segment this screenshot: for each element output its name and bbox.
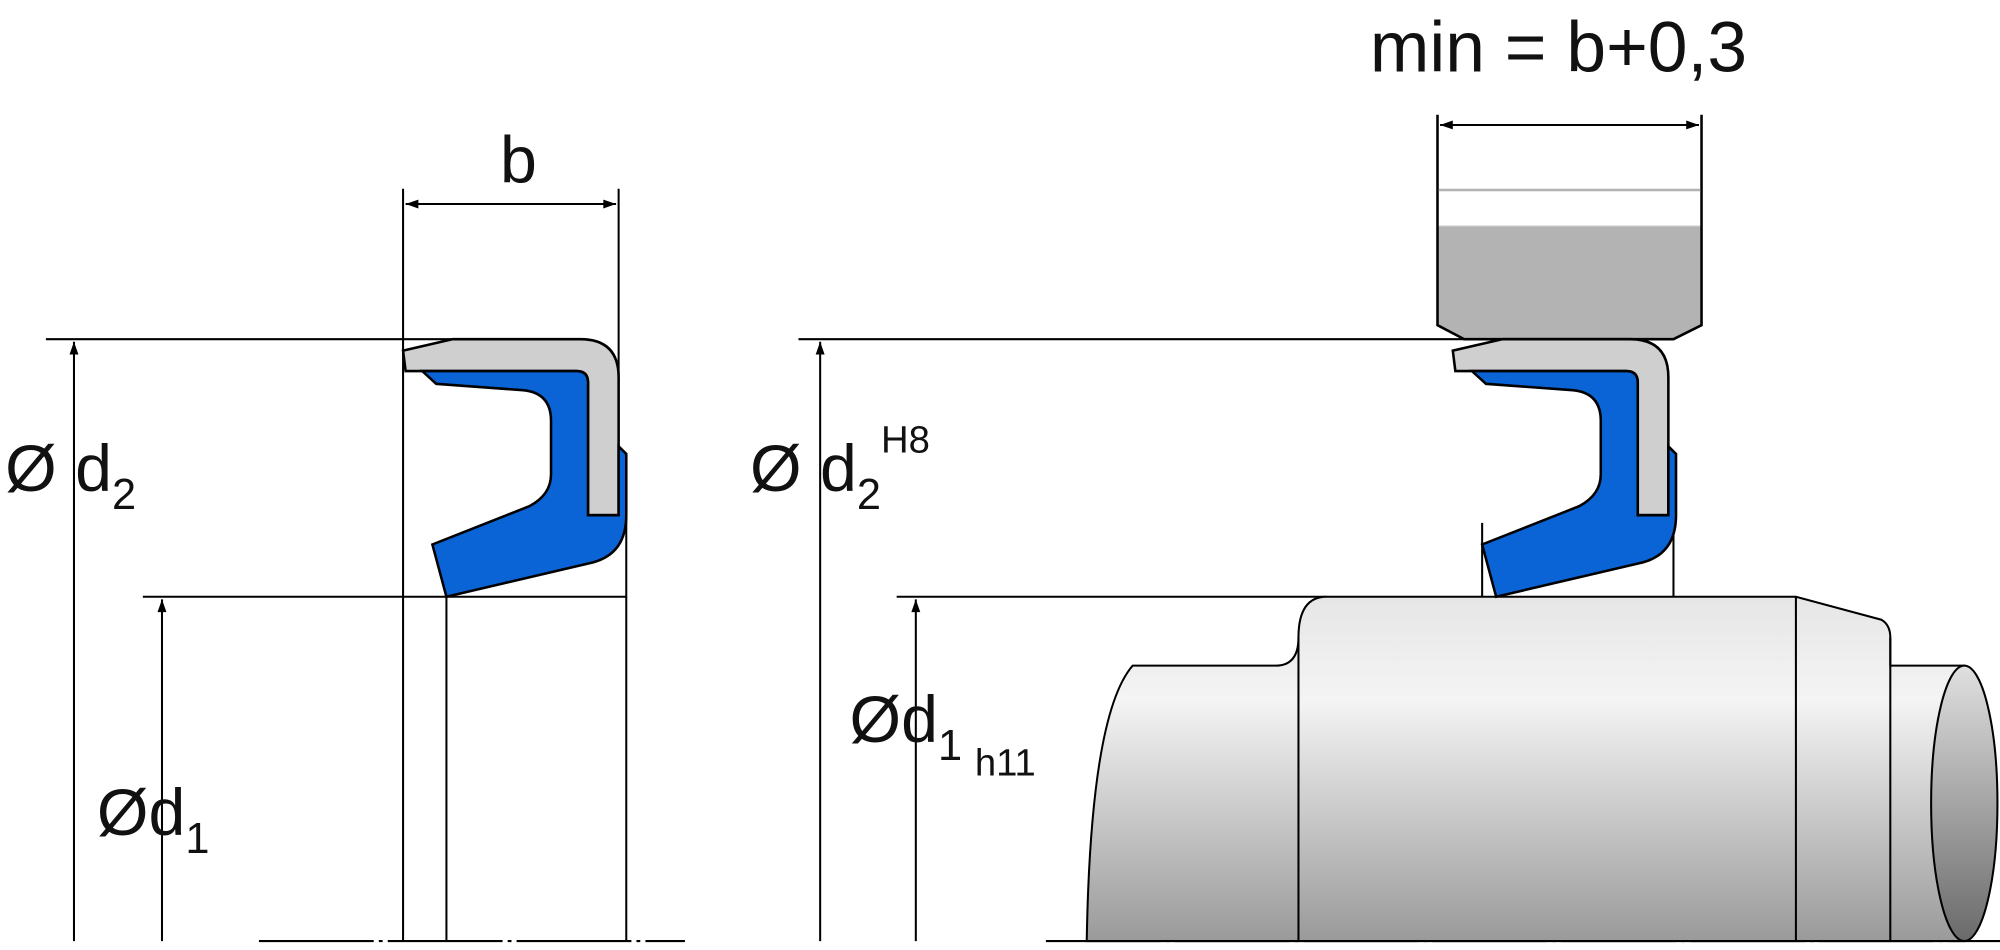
- d1-label: Ød1: [97, 776, 210, 863]
- housing-block: [1436, 114, 1703, 341]
- left-view: b Ø d2 Ød1: [5, 123, 685, 943]
- b-label: b: [500, 123, 537, 197]
- shaft: [1085, 595, 1966, 943]
- min-width-label: min = b+0,3: [1370, 7, 1747, 87]
- shaft-end-face: [1930, 664, 1999, 943]
- d2-label: Ø d2H8: [750, 419, 930, 519]
- seal-cross-section: [401, 337, 628, 599]
- seal-cross-section: [1451, 337, 1678, 599]
- d2-label: Ø d2: [5, 432, 136, 519]
